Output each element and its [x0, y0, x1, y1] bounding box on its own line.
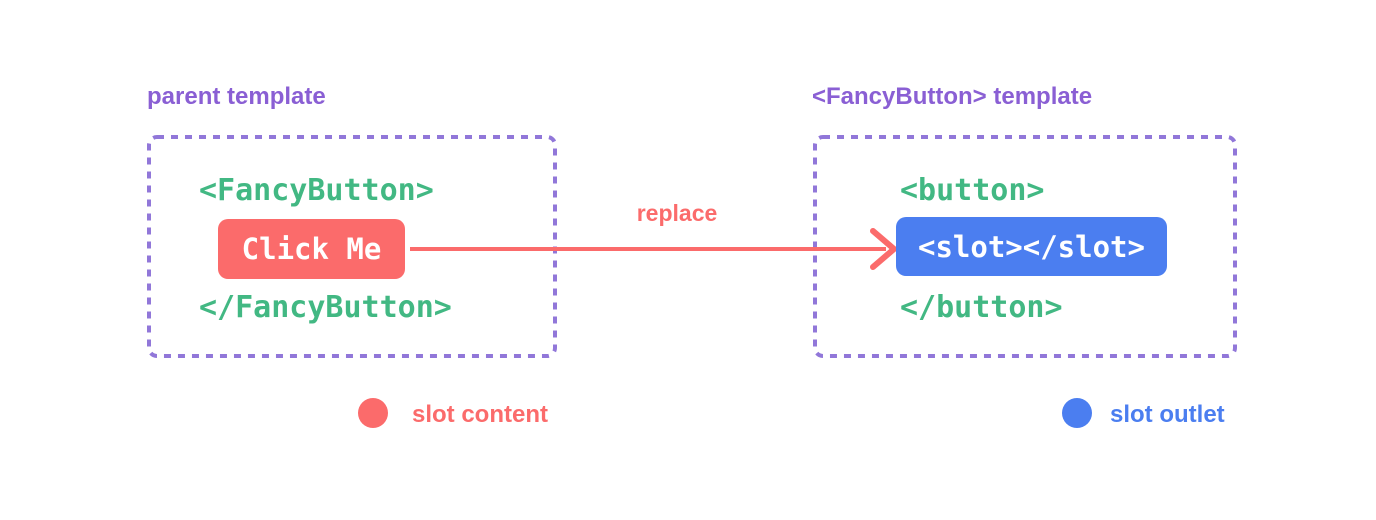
slot-outlet-legend-label: slot outlet [1110, 401, 1225, 428]
button-open-tag-code: <button> [900, 173, 1045, 208]
parent-open-tag-code: <FancyButton> [199, 173, 434, 208]
fancybutton-template-title: <FancyButton> template [812, 83, 1093, 110]
parent-template-title: parent template [147, 83, 326, 110]
replace-arrow-head-icon [870, 228, 897, 270]
click-me-button: Click Me [218, 219, 405, 279]
button-close-tag-code: </button> [900, 290, 1063, 325]
slot-content-legend-label: slot content [412, 401, 548, 428]
slot-outlet-dot-icon [1062, 398, 1092, 428]
slot-outlet-chip: <slot></slot> [896, 217, 1167, 276]
parent-close-tag-code: </FancyButton> [199, 290, 452, 325]
slot-content-dot-icon [358, 398, 388, 428]
replace-arrow-label: replace [636, 200, 718, 226]
